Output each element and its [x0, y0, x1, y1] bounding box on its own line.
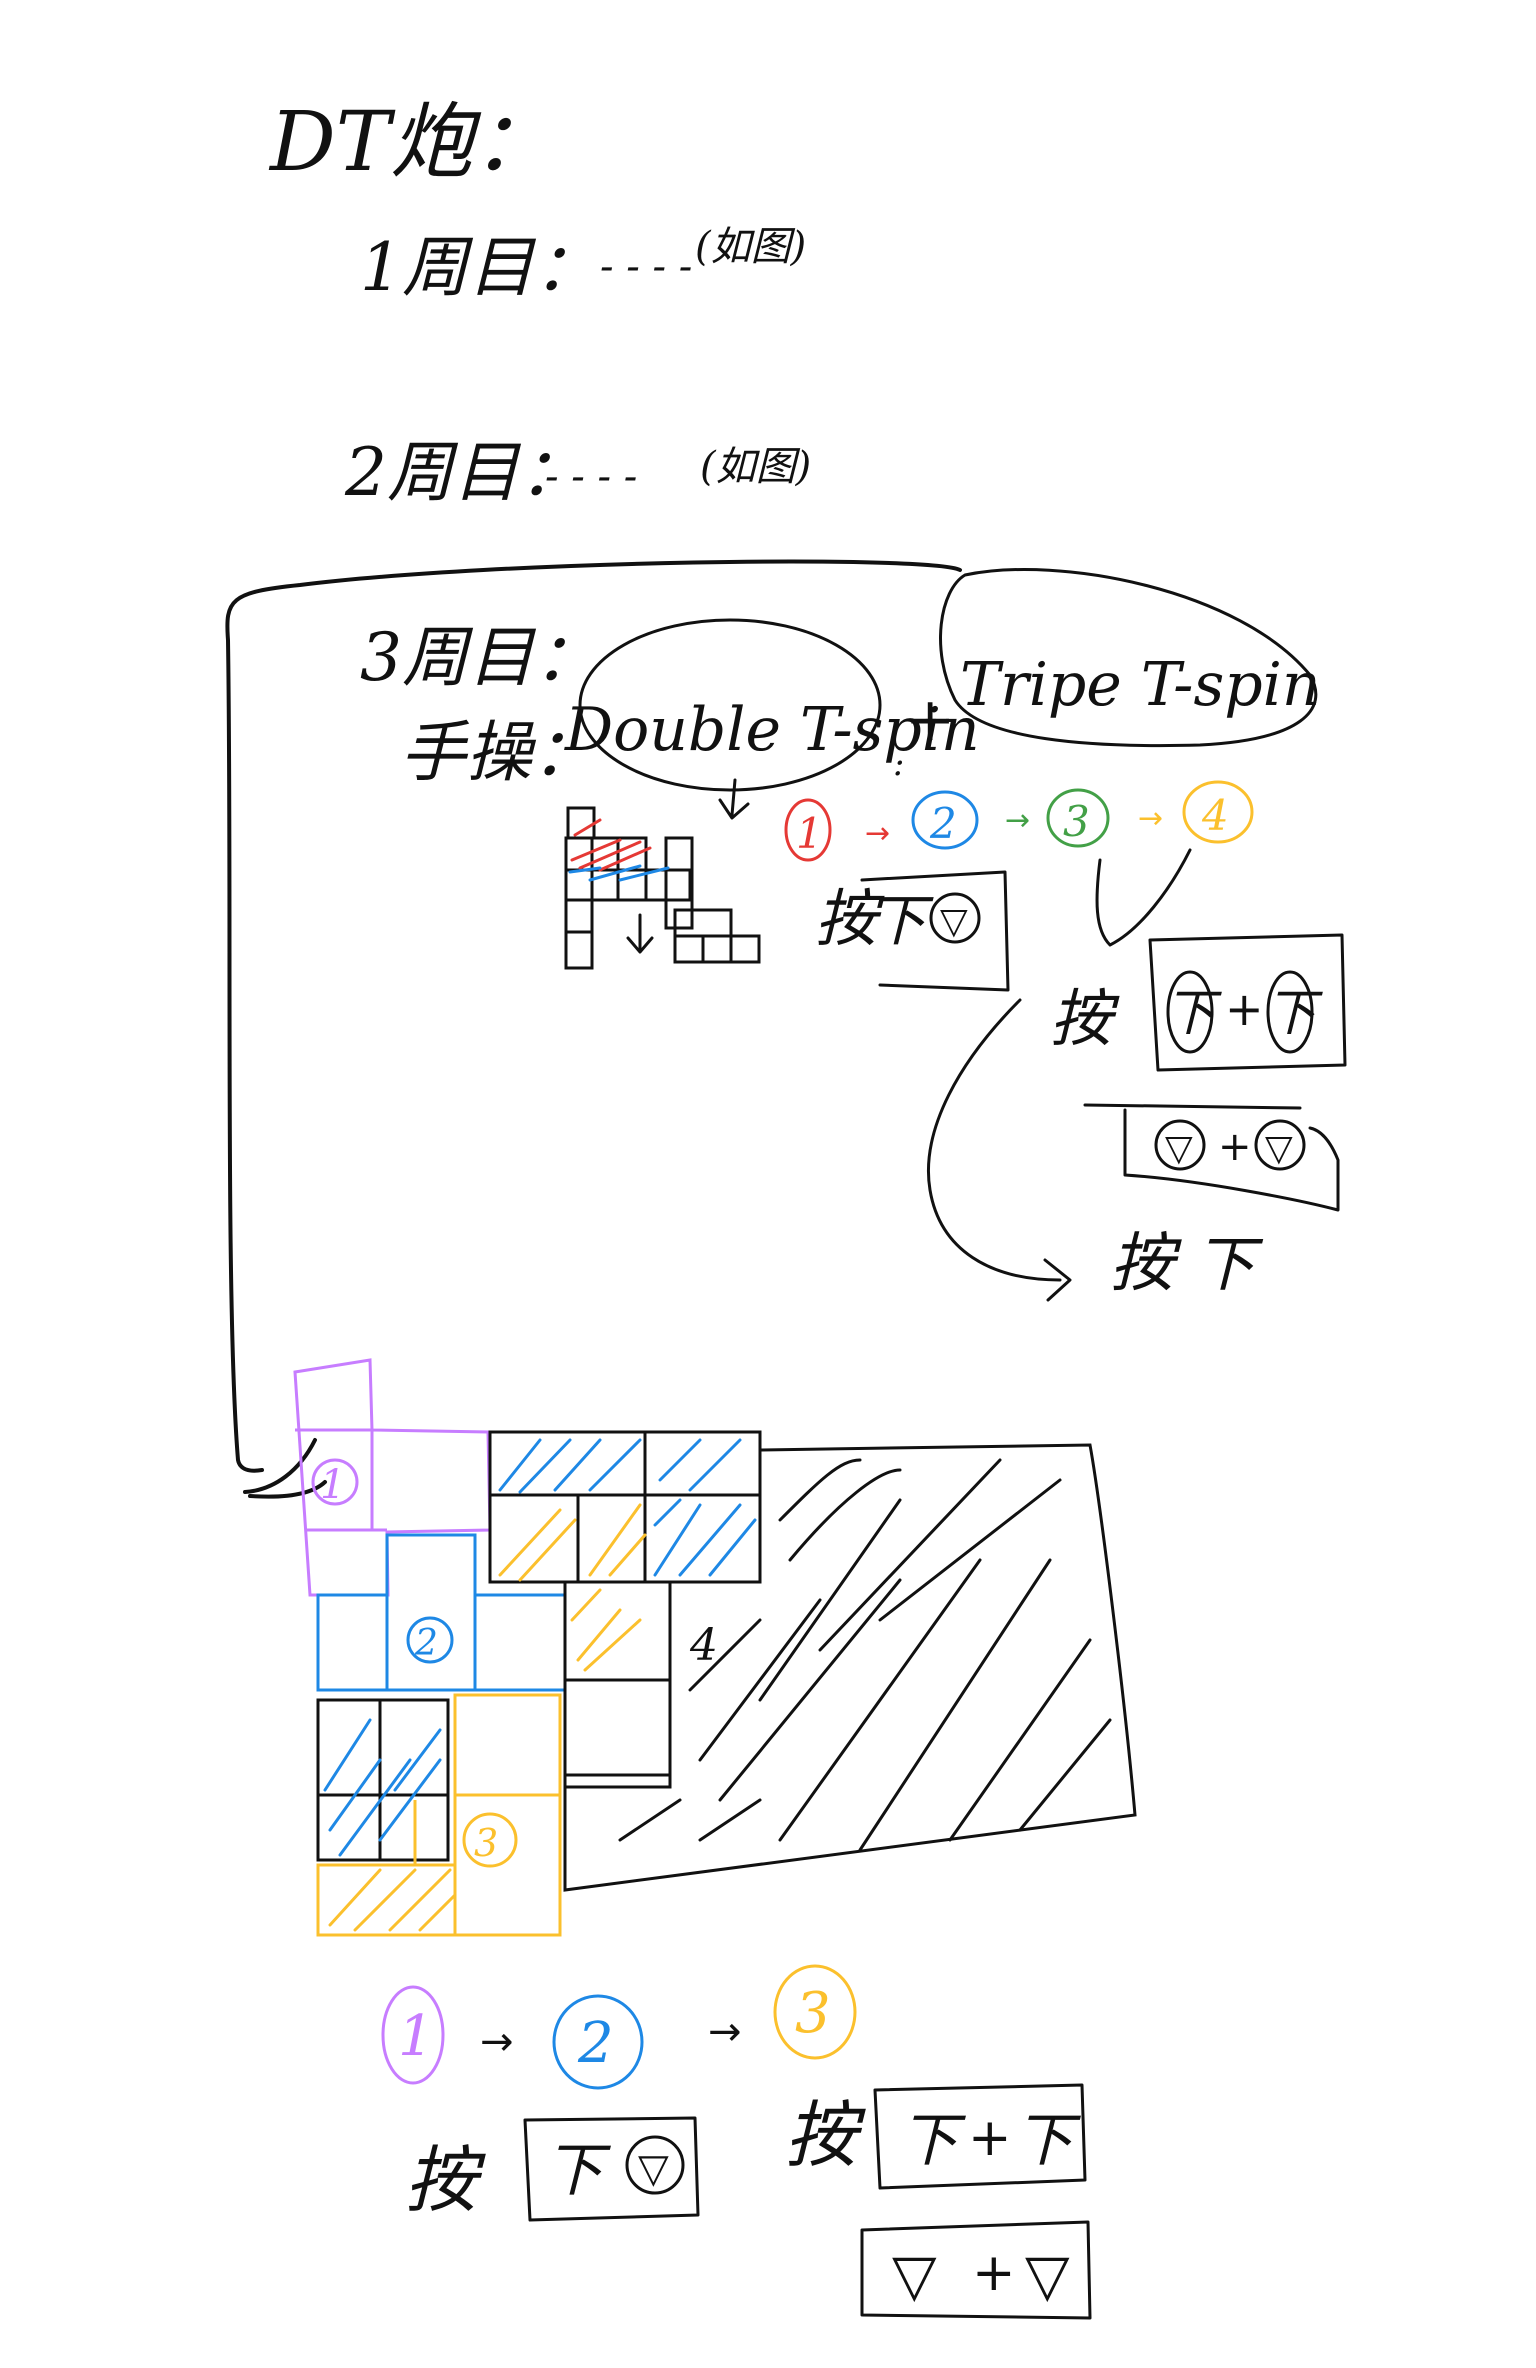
round-1-note: (如图) — [695, 224, 806, 270]
bottom-step-2: 2 — [577, 2011, 614, 2076]
bottom-action1-key-1: 下 — [545, 2136, 611, 2204]
bottom-action2-plus-b: + — [972, 2243, 1016, 2303]
top-action2-key-a2: 下 — [1266, 984, 1323, 1042]
triple-oval — [939, 568, 1318, 748]
top-action2-key-b1: ▽ — [1165, 1128, 1193, 1169]
round-2-label: 2周目： — [344, 434, 585, 511]
top-step-2: 2 — [929, 799, 957, 848]
top-action1-key-1: 下 — [870, 889, 934, 954]
board-mark-4: 4 — [689, 1620, 718, 1671]
top-action2-key-b2: ▽ — [1265, 1128, 1293, 1169]
round-2-dots: - - - - — [545, 454, 637, 500]
bottom-arrow-1: → — [480, 2019, 514, 2065]
bottom-step-1: 1 — [398, 2004, 434, 2069]
piece-2-label: 2 — [414, 1623, 438, 1664]
page-title: DT炮： — [268, 95, 554, 190]
double-tspin-label: Double T-spin — [564, 695, 980, 765]
connector-bracket — [225, 559, 962, 1473]
bottom-action2-plus-a: + — [968, 2108, 1012, 2168]
top-step-4: 4 — [1201, 791, 1229, 840]
top-step-3: 3 — [1063, 797, 1090, 846]
top-action2-key-a1: 下 — [1165, 984, 1222, 1042]
bottom-action2-key-a2: 下 — [1015, 2106, 1081, 2174]
top-action2-box-b — [1083, 1103, 1340, 1212]
top-action2-box-a — [1148, 933, 1347, 1072]
round-3-label: 3周目： — [360, 619, 600, 696]
top-action1-press: 按 — [815, 882, 885, 955]
plus-sign: + — [905, 685, 955, 755]
triple-tspin-label: Tripe T-spin — [960, 650, 1320, 720]
top-arrow-2: → — [1005, 803, 1030, 838]
small-tspin-diagram — [564, 806, 761, 970]
bottom-action2-key-b2: ▽ — [1025, 2241, 1070, 2309]
top-sequence: 1 → 2 → 3 → 4 — [784, 780, 1254, 862]
top-action2-plus-b: + — [1218, 1124, 1252, 1170]
bottom-action2-key-b1: ▽ — [892, 2241, 937, 2309]
bottom-step-3: 3 — [795, 1981, 831, 2046]
top-arrow-3: → — [1138, 801, 1163, 836]
top-action3-press: 按 — [1110, 1227, 1182, 1301]
piece-1-label: 1 — [320, 1462, 345, 1508]
connector-arrow-into-board — [243, 1438, 327, 1499]
top-action3-key: 下 — [1195, 1230, 1264, 1300]
bottom-arrow-2: → — [708, 2009, 742, 2055]
top-action2-press: 按 — [1050, 982, 1120, 1055]
arrow-to-action3 — [927, 998, 1072, 1302]
bottom-action1-press: 按 — [405, 2138, 486, 2222]
piece-3-label: 3 — [474, 1821, 498, 1865]
bottom-sequence: 1 → 2 → 3 — [381, 1964, 857, 2090]
bottom-action2-box-b — [860, 2220, 1092, 2320]
top-action2-plus-a: + — [1225, 982, 1264, 1036]
colon-mark: : — [893, 744, 904, 784]
top-action1-key-2: ▽ — [940, 901, 968, 942]
tetris-board: 1 2 4 3 — [293, 1358, 1137, 1937]
top-step-1: 1 — [796, 809, 823, 858]
bottom-action1-key-2: ▽ — [638, 2146, 669, 2192]
top-action1-box — [860, 870, 1010, 992]
bottom-action1-box — [523, 2116, 700, 2222]
arrow-to-action2 — [1095, 848, 1192, 947]
round-1-dots: - - - - — [600, 244, 692, 290]
bottom-action2-box-a — [873, 2083, 1087, 2190]
method-label: 手操： — [400, 714, 598, 791]
round-2-note: (如图) — [700, 444, 811, 490]
top-arrow-1: → — [865, 816, 890, 851]
bottom-action2-press: 按 — [785, 2093, 866, 2177]
double-oval — [578, 618, 882, 792]
round-1-label: 1周目： — [360, 229, 600, 306]
bottom-action2-key-a1: 下 — [900, 2106, 966, 2174]
down-arrow-from-double — [718, 778, 750, 820]
